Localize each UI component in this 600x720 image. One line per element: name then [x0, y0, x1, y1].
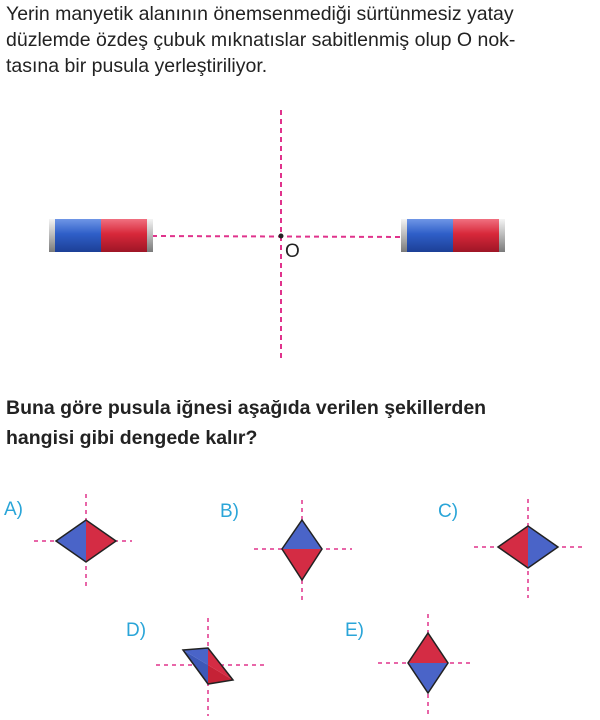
option-b-needle-icon: [281, 518, 323, 582]
intro-line-2: düzlemde özdeş çubuk mıknatıslar sabitle…: [6, 29, 516, 51]
option-c-compass: [474, 499, 584, 598]
option-e-compass: [378, 614, 474, 714]
option-c-label[interactable]: C): [438, 501, 459, 522]
right-bar-magnet: [401, 219, 505, 252]
option-a-label[interactable]: A): [4, 499, 23, 520]
option-a-needle-icon: [54, 519, 118, 563]
intro-line-3: tasına bir pusula yerleştiriliyor.: [6, 55, 268, 77]
option-b-label[interactable]: B): [220, 501, 239, 522]
option-e-label[interactable]: E): [345, 620, 364, 641]
point-o-label: O: [285, 241, 300, 262]
option-d-needle-icon: [181, 647, 235, 685]
intro-line-1: Yerin manyetik alanının önemsenmediği sü…: [6, 3, 514, 25]
option-e-needle-icon: [407, 631, 449, 695]
question-text: Buna göre pusula iğnesi aşağıda verilen …: [6, 393, 598, 453]
option-d-label[interactable]: D): [126, 620, 147, 641]
point-o-dot: [278, 233, 284, 239]
question-line-2: hangisi gibi dengede kalır?: [6, 427, 258, 449]
option-b-compass: [254, 500, 352, 600]
option-a-compass: [34, 494, 132, 590]
horizontal-guide-line: [151, 235, 405, 238]
question-line-1: Buna göre pusula iğnesi aşağıda verilen …: [6, 397, 487, 419]
option-d-compass: [156, 618, 268, 716]
left-bar-magnet: [49, 219, 153, 252]
problem-intro: Yerin manyetik alanının önemsenmediği sü…: [6, 1, 598, 79]
option-c-needle-icon: [496, 525, 560, 569]
